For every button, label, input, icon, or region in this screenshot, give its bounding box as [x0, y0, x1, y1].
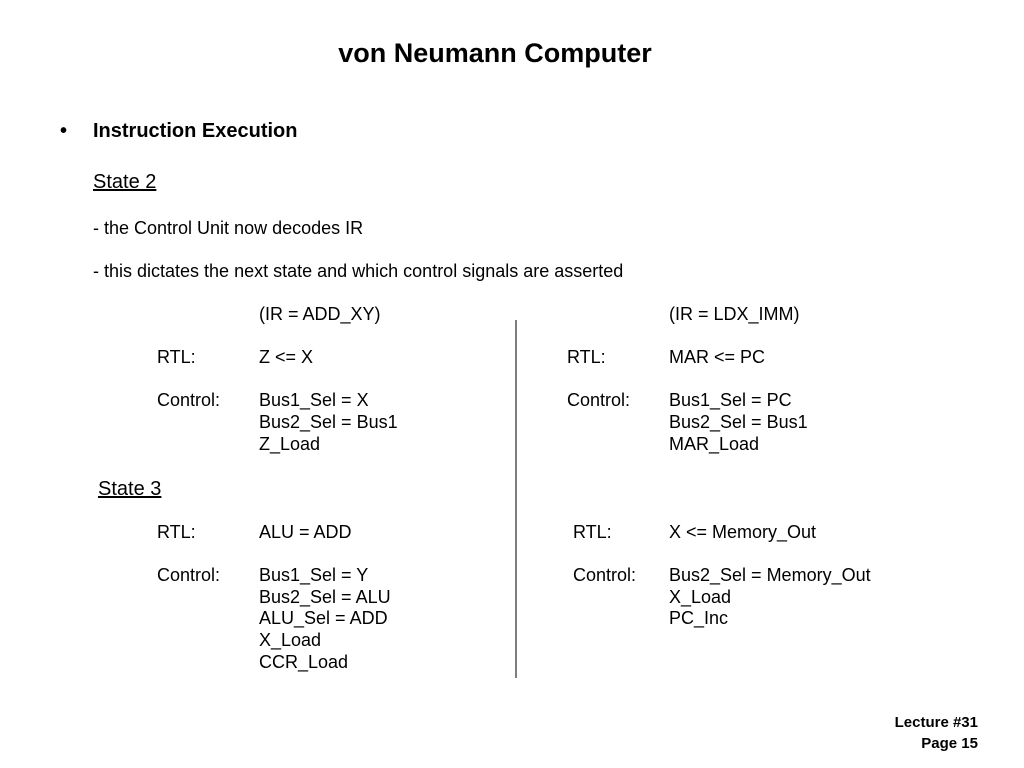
state2-left-control-1: Bus1_Sel = X	[259, 390, 369, 410]
bullet-icon: •	[60, 120, 68, 142]
state2-right-condition: (IR = LDX_IMM)	[669, 304, 800, 324]
state2-right-rtl-label: RTL:	[567, 347, 606, 367]
state2-line-2: - this dictates the next state and which…	[93, 261, 624, 281]
column-divider	[515, 320, 517, 678]
state2-label: State 2	[93, 171, 157, 193]
state2-right-control-3: MAR_Load	[669, 434, 760, 454]
state2-right-rtl: MAR <= PC	[669, 347, 766, 367]
state2-left-rtl-label: RTL:	[157, 347, 196, 367]
state3-left-control-2: Bus2_Sel = ALU	[259, 587, 391, 607]
state2-right-control-label: Control:	[567, 390, 631, 410]
state3-right-control-1: Bus2_Sel = Memory_Out	[669, 565, 871, 585]
state2-right-control-1: Bus1_Sel = PC	[669, 390, 792, 410]
state2-left-control-3: Z_Load	[259, 434, 321, 454]
state3-left-control-4: X_Load	[259, 630, 322, 650]
state3-right-rtl: X <= Memory_Out	[669, 522, 817, 542]
state3-right-control-label: Control:	[573, 565, 637, 585]
state3-left-control-label: Control:	[157, 565, 221, 585]
state3-right-rtl-label: RTL:	[573, 522, 612, 542]
state3-left-rtl-label: RTL:	[157, 522, 196, 542]
section-heading: Instruction Execution	[93, 120, 298, 142]
state3-left-control-5: CCR_Load	[259, 652, 349, 672]
state2-left-condition: (IR = ADD_XY)	[259, 304, 381, 324]
state2-right-control-2: Bus2_Sel = Bus1	[669, 412, 808, 432]
state3-right-control-3: PC_Inc	[669, 608, 729, 628]
footer-lecture: Lecture #31	[894, 714, 978, 731]
state3-label: State 3	[98, 478, 162, 500]
state2-left-control-label: Control:	[157, 390, 221, 410]
state3-right-control-2: X_Load	[669, 587, 732, 607]
state3-left-rtl: ALU = ADD	[259, 522, 352, 542]
state2-left-control-2: Bus2_Sel = Bus1	[259, 412, 398, 432]
state3-left-control-1: Bus1_Sel = Y	[259, 565, 369, 585]
state3-left-control-3: ALU_Sel = ADD	[259, 608, 388, 628]
state2-left-rtl: Z <= X	[259, 347, 314, 367]
footer-page: Page 15	[921, 735, 978, 752]
slide-title: von Neumann Computer	[338, 38, 652, 68]
state2-line-1: - the Control Unit now decodes IR	[93, 218, 364, 238]
